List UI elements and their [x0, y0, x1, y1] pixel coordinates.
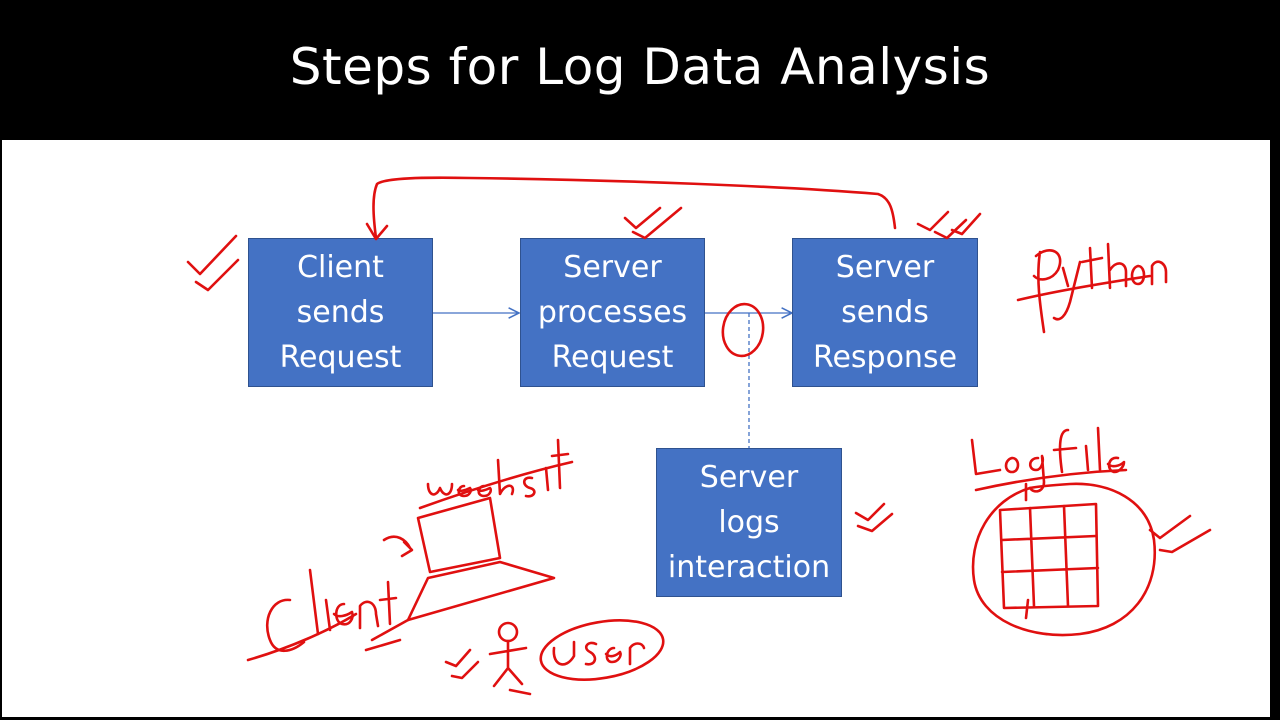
- checkmark-response: [916, 210, 982, 240]
- watermark-recorded-with: RECORDED WITH: [10, 680, 66, 686]
- logfile-grid-sketch: [971, 482, 1157, 637]
- box-response-line3: Response: [812, 340, 958, 375]
- box-server-sends-response: Server sends Response: [792, 238, 978, 387]
- screencast-watermark: RECORDED WITH SCREENCAST MATIC: [10, 680, 150, 704]
- record-icon: [94, 688, 111, 704]
- red-feedback-loop-arrow: [372, 176, 897, 240]
- box-client-line3: Request: [279, 340, 402, 375]
- checkmark-user: [444, 648, 480, 680]
- box-client-sends-request: Client sends Request: [248, 238, 433, 387]
- checkmark-processes: [623, 206, 683, 240]
- watermark-brand-right: MATIC: [112, 689, 150, 703]
- box-client-line2: sends: [296, 295, 385, 330]
- box-response-line2: sends: [841, 295, 929, 330]
- box-response-line1: Server: [835, 250, 935, 285]
- handwritten-user-oval: [539, 619, 665, 681]
- checkmark-client: [186, 234, 240, 292]
- handwritten-log-file: [970, 426, 1128, 502]
- box-processes-line3: Request: [551, 340, 674, 375]
- handwritten-python: [1016, 242, 1168, 334]
- box-processes-line1: Server: [563, 250, 662, 285]
- red-loop-arrowhead: [365, 222, 389, 241]
- checkmark-logfile: [1148, 514, 1212, 554]
- box-server-logs-interaction: Server logs interaction: [656, 448, 842, 597]
- box-logs-line3: interaction: [667, 550, 831, 585]
- laptop-sketch: [364, 496, 556, 652]
- handwritten-website: [418, 438, 574, 510]
- box-client-line1: Client: [297, 250, 384, 285]
- box-logs-line1: Server: [699, 460, 799, 495]
- stick-figure-user: [488, 621, 532, 696]
- red-circle-junction: [721, 302, 765, 358]
- box-processes-line2: processes: [537, 295, 688, 330]
- slide-title: Steps for Log Data Analysis: [289, 38, 991, 96]
- title-bar: Steps for Log Data Analysis: [0, 0, 1280, 138]
- box-server-processes-request: Server processes Request: [520, 238, 705, 387]
- handwritten-client: [246, 568, 398, 662]
- checkmark-logs: [854, 502, 894, 533]
- box-logs-line2: logs: [718, 505, 780, 540]
- watermark-brand-left: SCREENCAST: [10, 689, 93, 703]
